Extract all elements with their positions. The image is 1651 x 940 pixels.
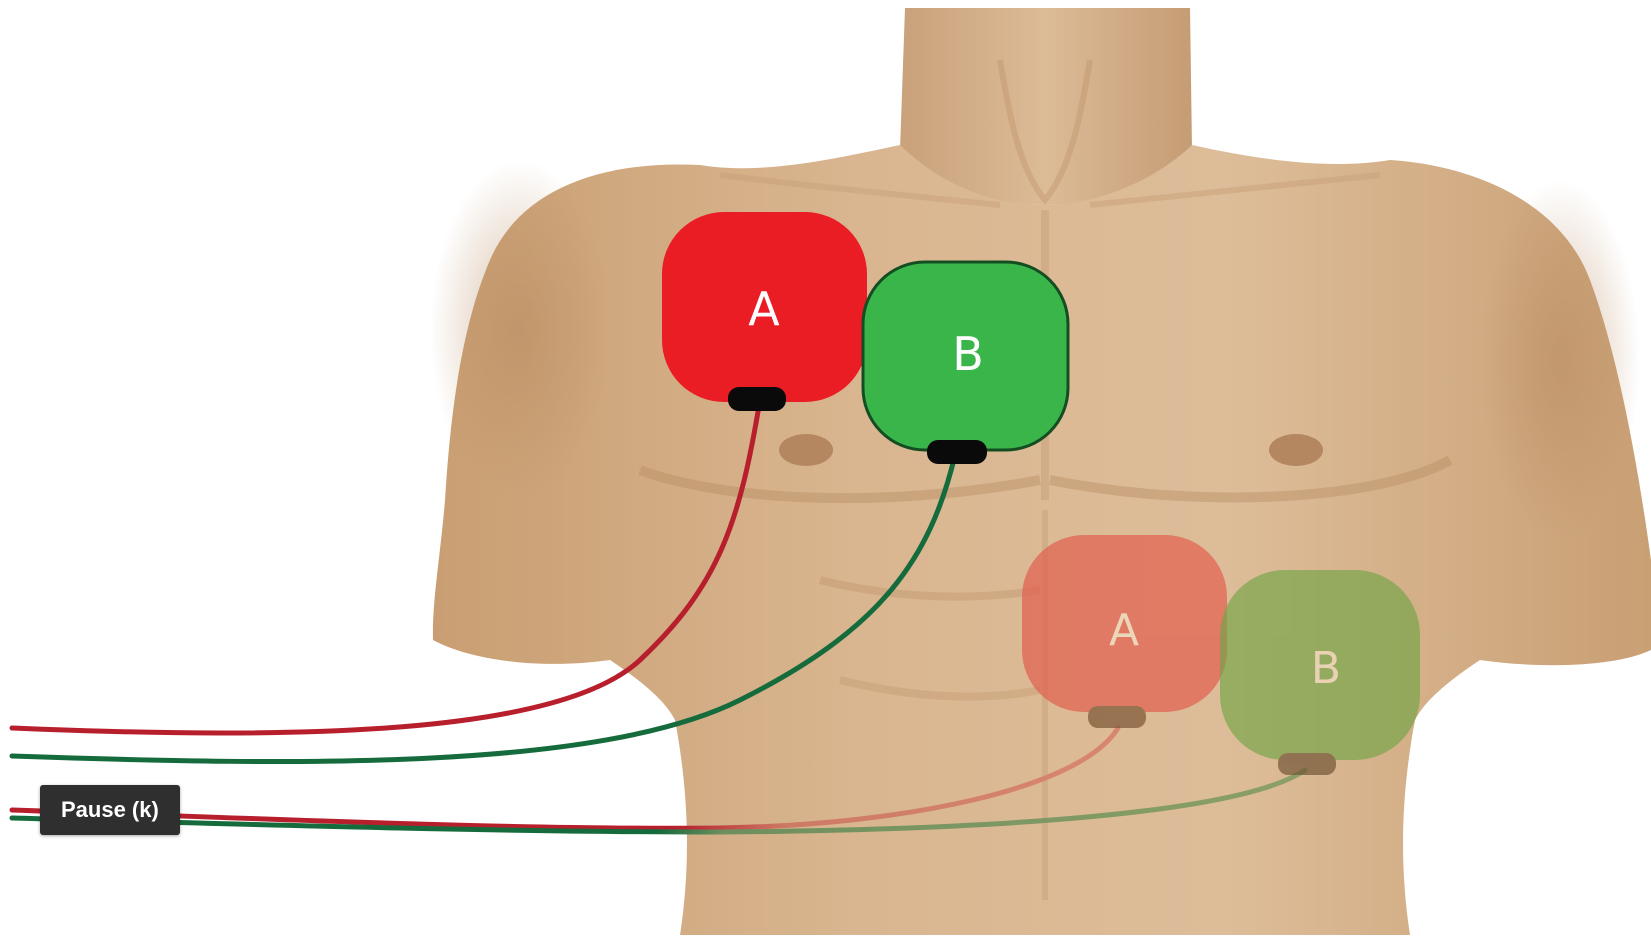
- neck: [900, 8, 1192, 205]
- pad-al-b-label: B: [952, 327, 984, 381]
- pad-ap-b-label: B: [1311, 643, 1341, 694]
- pad-ap-a: A: [1022, 535, 1227, 728]
- pad-al-b: B: [863, 262, 1068, 464]
- left-shoulder-shade: [430, 160, 610, 500]
- pad-ap-b: B: [1220, 570, 1420, 775]
- pause-tooltip: Pause (k): [40, 785, 180, 835]
- right-nipple: [1269, 434, 1323, 466]
- pad-al-a-label: A: [748, 282, 780, 336]
- left-nipple: [779, 434, 833, 466]
- pad-ap-a-label: A: [1109, 605, 1139, 656]
- right-shoulder-shade: [1480, 180, 1640, 540]
- pad-al-a: A: [662, 212, 867, 411]
